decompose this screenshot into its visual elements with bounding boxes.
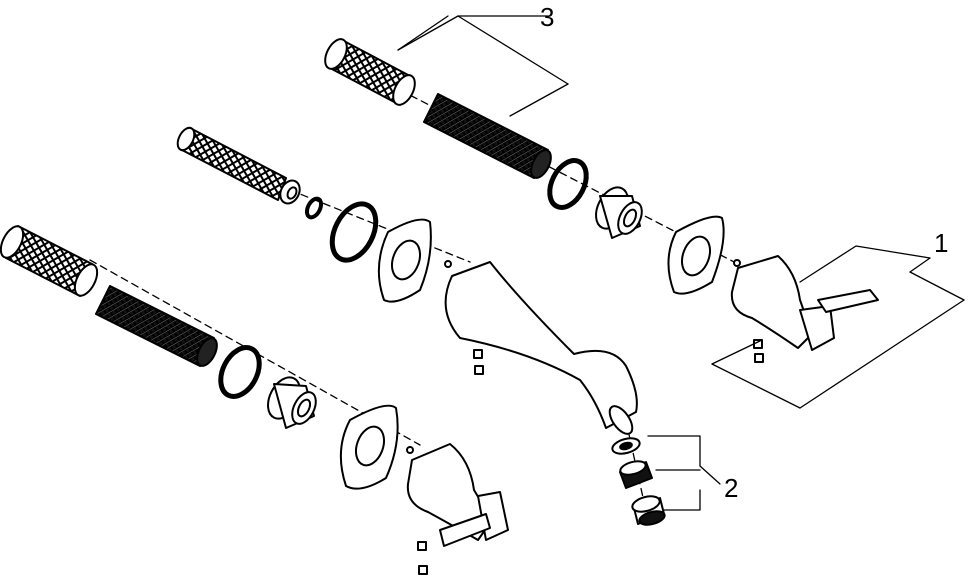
spout-small-o-ring xyxy=(304,196,324,220)
left-valve-handle xyxy=(406,443,509,547)
callout-label-3: 3 xyxy=(540,2,555,32)
aerator-housing xyxy=(631,495,666,526)
left-grub-screw xyxy=(417,541,428,575)
top-corrugated-sleeve xyxy=(324,38,416,106)
aerator-washer xyxy=(611,437,641,455)
bath-spout xyxy=(444,260,638,435)
top-extension-tube xyxy=(423,93,552,179)
bottom-escutcheon xyxy=(339,404,399,490)
spout-corrugated-sleeve xyxy=(176,126,301,205)
aerator-insert xyxy=(619,460,653,489)
callout-2-leader xyxy=(647,435,721,511)
callout-label-1: 1 xyxy=(934,228,949,258)
callout-1-leader xyxy=(711,245,965,409)
top-o-ring xyxy=(547,158,589,210)
spout-grub-screw xyxy=(473,349,484,375)
bottom-valve-body xyxy=(267,376,317,429)
right-valve-handle xyxy=(730,255,879,351)
callout-label-2: 2 xyxy=(724,473,739,503)
top-valve-body xyxy=(595,186,643,239)
bottom-o-ring xyxy=(218,345,262,399)
bottom-corrugated-sleeve xyxy=(0,225,99,297)
bottom-extension-tube xyxy=(95,285,218,367)
callout-3-leader xyxy=(397,15,569,117)
spout-escutcheon xyxy=(377,218,432,303)
spout-large-o-ring xyxy=(329,201,379,263)
top-escutcheon xyxy=(667,215,725,295)
assembly-axes xyxy=(89,89,741,521)
